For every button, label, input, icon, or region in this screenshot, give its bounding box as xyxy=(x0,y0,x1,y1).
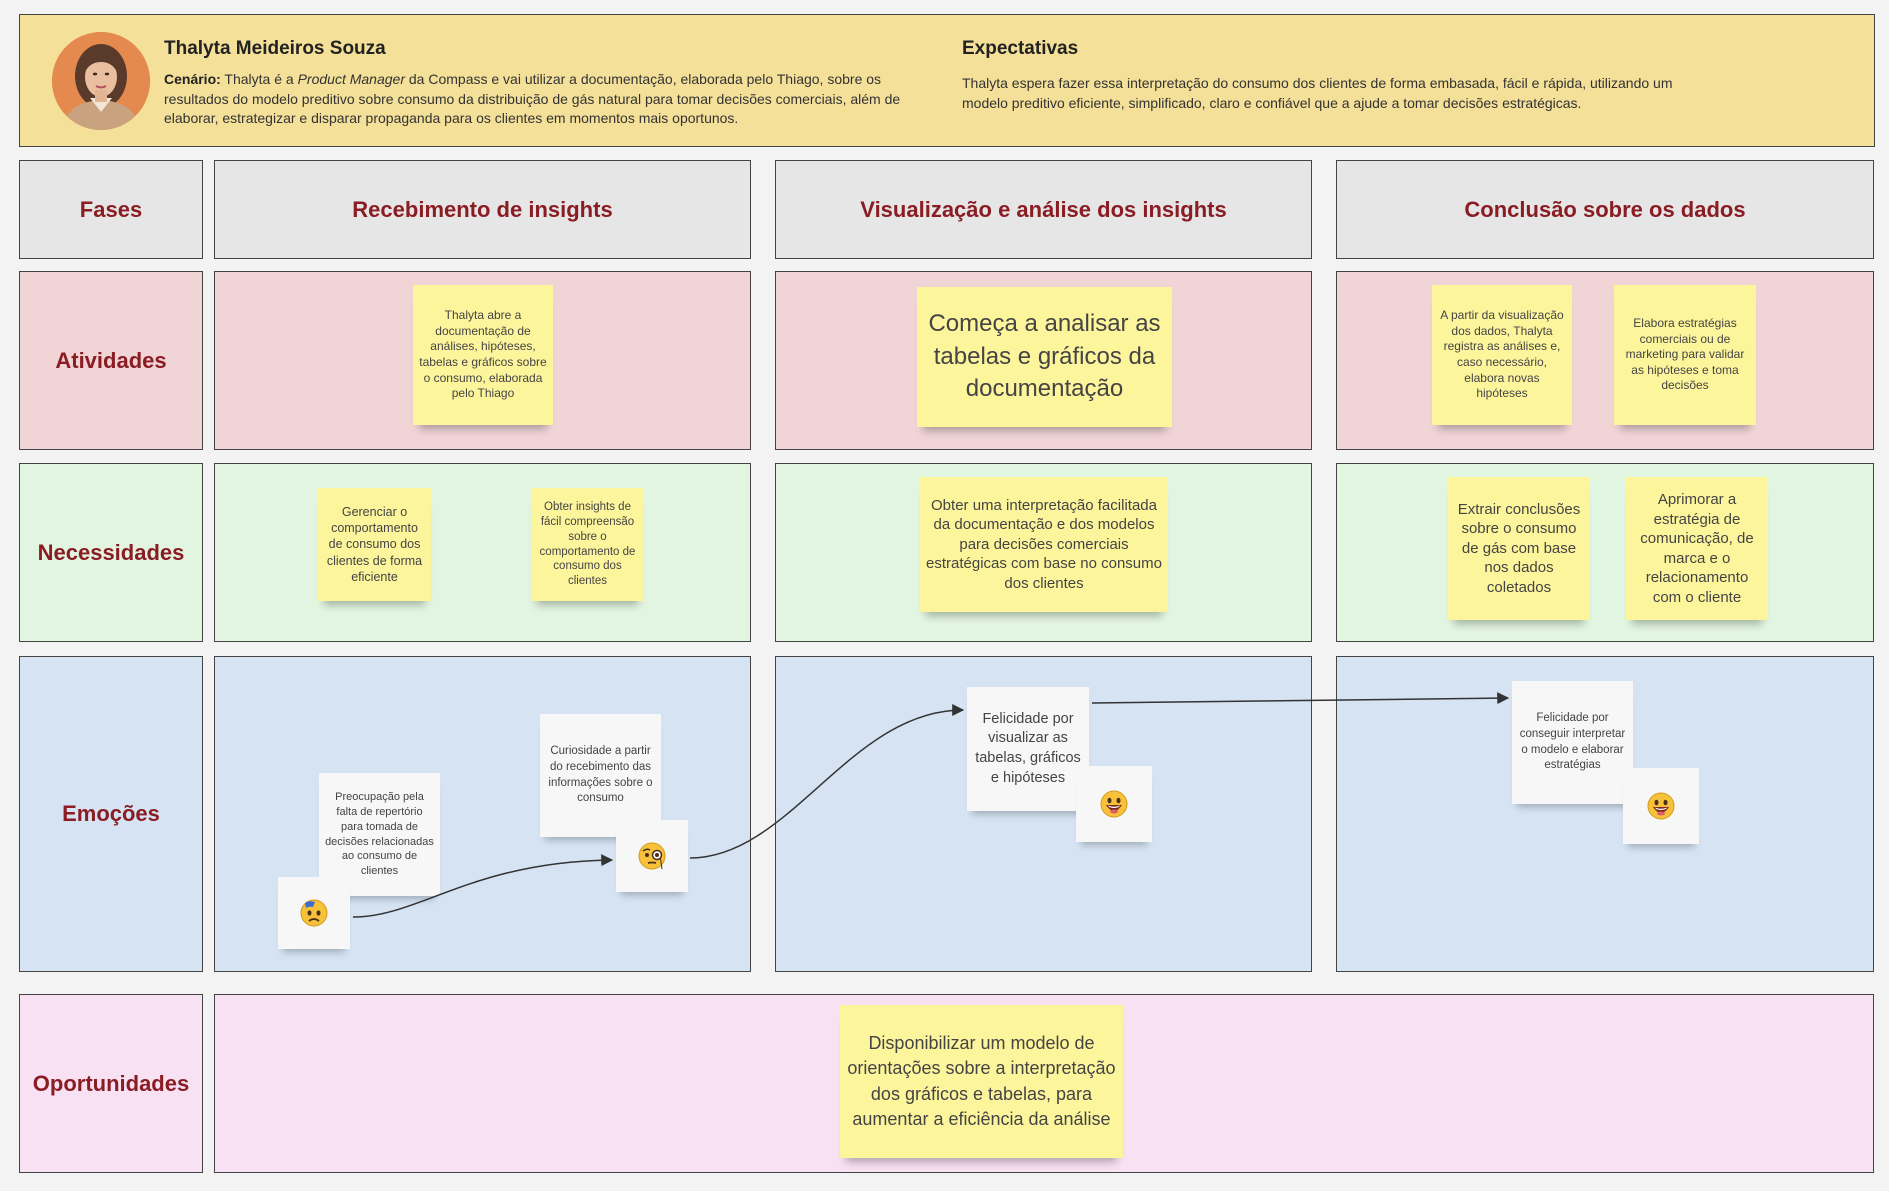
grinning-face-icon xyxy=(1647,792,1675,820)
opportunity-note[interactable]: Disponibilizar um modelo de orientações … xyxy=(840,1005,1123,1158)
needs-cell-1 xyxy=(214,463,751,642)
phase-header-2: Visualização e análise dos insights xyxy=(775,160,1312,259)
emotion-emoji-card-4[interactable] xyxy=(1623,768,1699,844)
worried-face-icon xyxy=(300,899,328,927)
emotion-note-3[interactable]: Felicidade por visualizar as tabelas, gr… xyxy=(967,687,1089,811)
need-note-3[interactable]: Obter uma interpretação facilitada da do… xyxy=(920,477,1168,612)
row-label-emotions: Emoções xyxy=(19,656,203,972)
expectations-title: Expectativas xyxy=(962,38,1079,59)
need-note-5[interactable]: Aprimorar a estratégia de comunicação, d… xyxy=(1626,477,1768,620)
need-note-4[interactable]: Extrair conclusões sobre o consumo de gá… xyxy=(1448,477,1590,620)
emotion-emoji-card-2[interactable] xyxy=(616,820,688,892)
persona-header xyxy=(19,14,1875,147)
emotion-note-2[interactable]: Curiosidade a partir do recebimento das … xyxy=(540,714,661,837)
expectations-text: Thalyta espera fazer essa interpretação … xyxy=(962,75,1673,111)
need-note-1[interactable]: Gerenciar o comportamento de consumo dos… xyxy=(318,488,431,601)
row-label-needs: Necessidades xyxy=(19,463,203,642)
row-label-activities: Atividades xyxy=(19,271,203,450)
row-label-phases: Fases xyxy=(19,160,203,259)
monocle-face-icon xyxy=(638,842,666,870)
need-note-2[interactable]: Obter insights de fácil compreensão sobr… xyxy=(531,488,644,601)
emotion-emoji-card-1[interactable] xyxy=(278,877,350,949)
row-label-opportunities: Oportunidades xyxy=(19,994,203,1173)
phase-header-1: Recebimento de insights xyxy=(214,160,751,259)
persona-name: Thalyta Meideiros Souza xyxy=(164,38,386,59)
activity-note-3[interactable]: A partir da visualização dos dados, Thal… xyxy=(1432,285,1572,425)
scenario-pre: Thalyta é a xyxy=(220,71,298,87)
scenario-label: Cenário: xyxy=(164,71,221,87)
scenario-post: da Compass e vai utilizar a documentação… xyxy=(164,71,901,126)
activities-cell-3 xyxy=(1336,271,1874,450)
persona-avatar xyxy=(52,32,150,130)
needs-cell-3 xyxy=(1336,463,1874,642)
scenario-role: Product Manager xyxy=(297,71,405,87)
activity-note-2[interactable]: Começa a analisar as tabelas e gráficos … xyxy=(917,287,1172,427)
activity-note-4[interactable]: Elabora estratégias comerciais ou de mar… xyxy=(1614,285,1756,425)
emotion-note-4[interactable]: Felicidade por conseguir interpretar o m… xyxy=(1512,681,1633,804)
emotion-emoji-card-3[interactable] xyxy=(1076,766,1152,842)
grinning-face-icon xyxy=(1100,790,1128,818)
phase-header-3: Conclusão sobre os dados xyxy=(1336,160,1874,259)
persona-scenario: Cenário: Thalyta é a Product Manager da … xyxy=(164,70,904,129)
activity-note-1[interactable]: Thalyta abre a documentação de análises,… xyxy=(413,285,553,425)
